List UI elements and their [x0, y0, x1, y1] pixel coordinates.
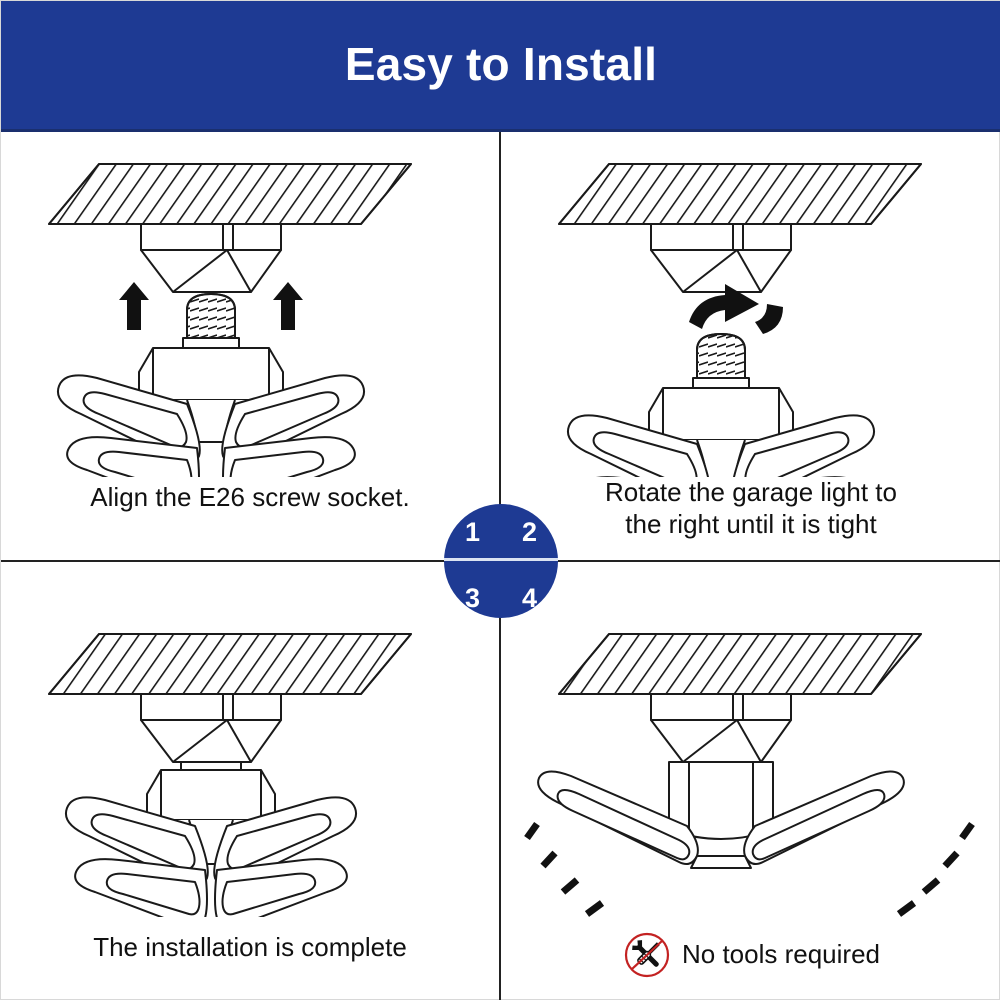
header-banner: Easy to Install — [1, 1, 1000, 131]
caption-line: Align the E26 screw socket. — [90, 482, 410, 512]
up-arrow — [119, 282, 303, 330]
step-2-caption: Rotate the garage light to the right unt… — [501, 477, 1000, 540]
no-tools-icon — [622, 930, 672, 980]
step-panel-3: The installation is complete — [1, 562, 499, 1000]
step-4-illustration — [501, 562, 1000, 917]
step-4-caption: No tools required — [501, 930, 1000, 980]
light-rays — [524, 821, 975, 917]
header-underline — [1, 129, 1000, 132]
caption-line: the right until it is tight — [625, 508, 877, 539]
badge-number-1: 1 — [464, 517, 481, 547]
step-panel-4: No tools required — [501, 562, 1000, 1000]
step-panel-2: Rotate the garage light to the right unt… — [501, 132, 1000, 560]
page-title: Easy to Install — [344, 38, 658, 90]
step-panel-1: Align the E26 screw socket. — [1, 132, 499, 560]
badge-divider-line — [444, 558, 558, 561]
badge-number-2: 2 — [521, 517, 538, 547]
step-3-caption: The installation is complete — [1, 932, 499, 964]
step-1-caption: Align the E26 screw socket. — [1, 482, 499, 514]
step-number-badge: 1 2 3 4 — [444, 504, 558, 618]
step-2-illustration — [501, 132, 1000, 477]
caption-line: No tools required — [682, 939, 880, 970]
caption-line: Rotate the garage light to — [605, 477, 897, 507]
step-3-illustration — [1, 562, 499, 917]
caption-line: The installation is complete — [93, 932, 407, 962]
badge-number-3: 3 — [464, 583, 481, 613]
badge-number-4: 4 — [521, 583, 538, 613]
rotate-arrow — [689, 284, 783, 334]
step-1-illustration — [1, 132, 499, 477]
